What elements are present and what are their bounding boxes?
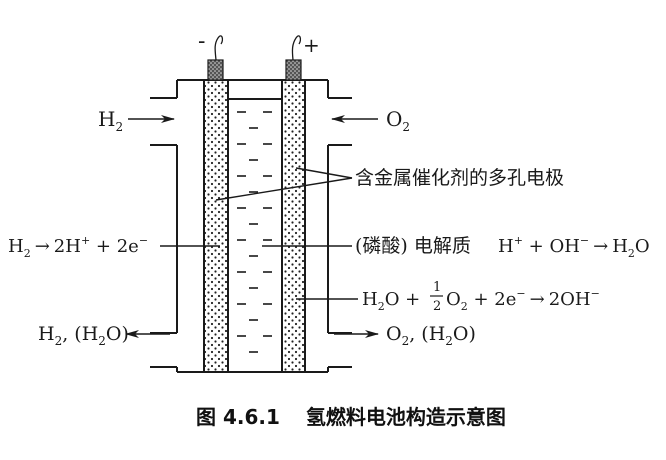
positive-terminal bbox=[285, 59, 302, 81]
svg-text:H2O +: H2O + bbox=[362, 289, 420, 313]
h2-outlet-label: H2, (H2O) bbox=[38, 323, 129, 348]
svg-text:O2 + 2e−→2OH−: O2 + 2e−→2OH− bbox=[446, 287, 600, 313]
figure-caption: 图 4.6.1 氢燃料电池构造示意图 bbox=[196, 405, 506, 429]
electrode-callout-lines bbox=[215, 167, 353, 201]
positive-sign: + bbox=[303, 33, 320, 57]
figure-number: 图 4.6.1 bbox=[196, 405, 280, 429]
o2-outlet-label: O2, (H2O) bbox=[386, 323, 476, 348]
cathode-reaction: H2O + 1 2 O2 + 2e−→2OH− bbox=[362, 280, 600, 314]
negative-terminal bbox=[207, 59, 224, 81]
negative-wire bbox=[214, 35, 224, 61]
electrolyte-fill bbox=[237, 111, 272, 353]
electrolyte-reaction: H+ + OH−→H2O bbox=[498, 234, 650, 260]
anode-reaction: H2→2H+ + 2e− bbox=[8, 234, 148, 260]
h2-inlet-port bbox=[150, 97, 177, 146]
electrolyte-label: (磷酸) 电解质 bbox=[355, 235, 471, 257]
h2-outlet-port bbox=[150, 332, 177, 368]
electrode-label: 含金属催化剂的多孔电极 bbox=[355, 167, 564, 189]
h2-inlet-label: H2 bbox=[98, 107, 123, 134]
half-numerator: 1 bbox=[433, 280, 441, 295]
negative-sign: - bbox=[198, 29, 205, 54]
anode-porous-electrode bbox=[203, 79, 229, 373]
half-denominator: 2 bbox=[433, 299, 441, 314]
o2-inlet-port bbox=[328, 97, 352, 146]
o2-outlet-port bbox=[328, 332, 352, 368]
positive-wire bbox=[291, 35, 302, 61]
cathode-porous-electrode bbox=[281, 79, 306, 373]
o2-inlet-label: O2 bbox=[386, 107, 410, 134]
figure-title: 氢燃料电池构造示意图 bbox=[306, 405, 506, 429]
